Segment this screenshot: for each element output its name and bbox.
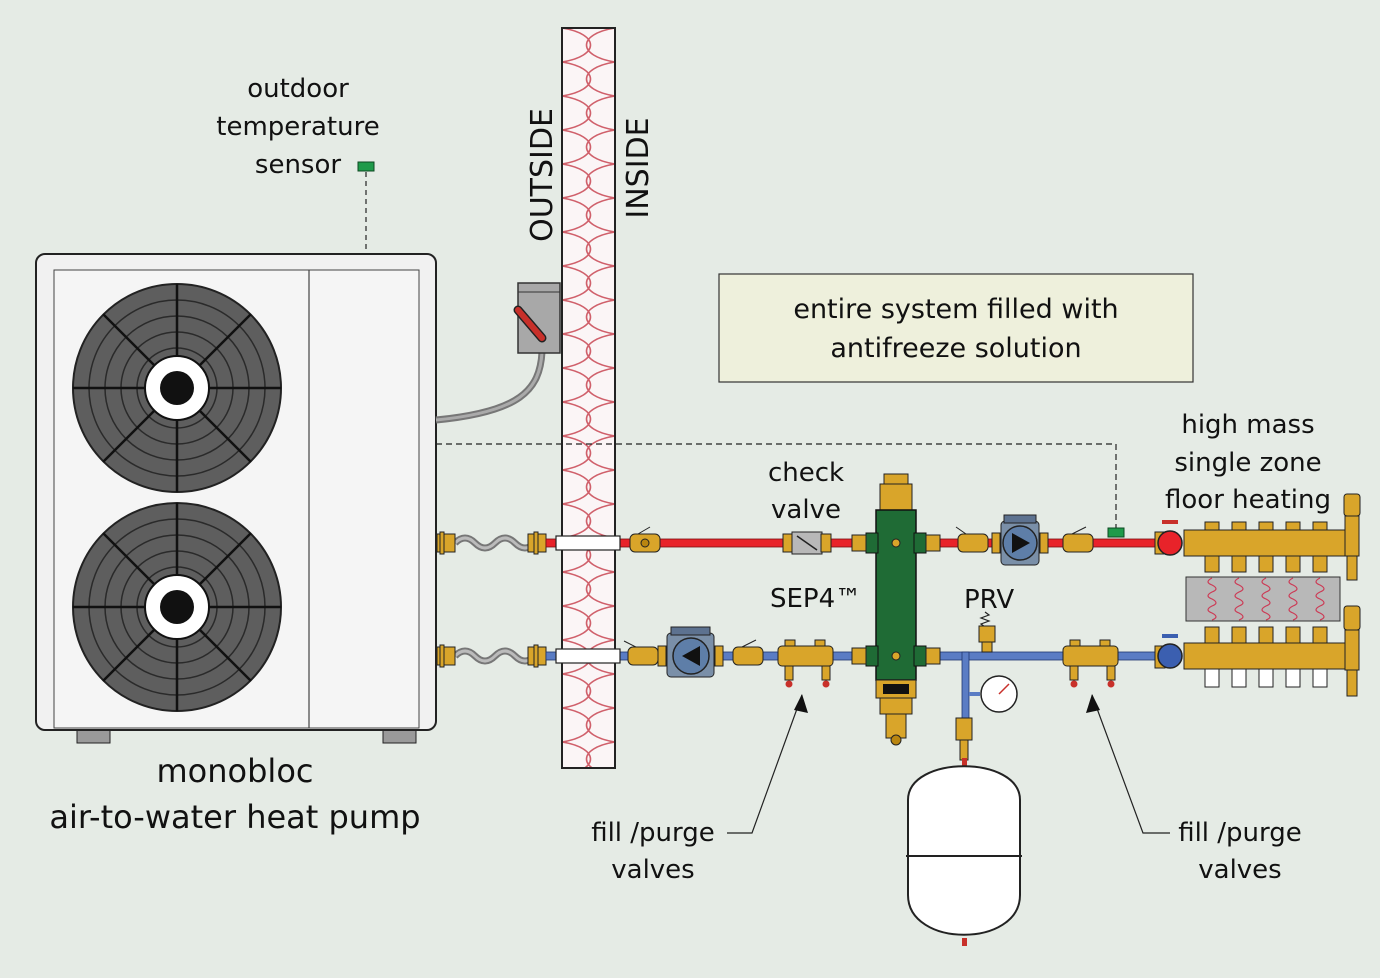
union-fittings [436, 531, 547, 668]
circulator-return [657, 626, 724, 678]
sensor-label: outdoor temperature sensor [216, 74, 379, 180]
flex-hoses [452, 534, 538, 665]
note-box [718, 273, 1194, 383]
sensor-label-line1: outdoor [247, 74, 349, 104]
leader-lines [727, 694, 1170, 834]
note-text: entire system filled with antifreeze sol… [793, 294, 1118, 364]
check-valve-label-line2: valve [771, 495, 841, 525]
heat-pump-label-line1: monobloc [157, 752, 314, 790]
heat-pump-label-line2: air-to-water heat pump [49, 798, 420, 836]
sensor-label-line2: temperature [216, 112, 379, 142]
note-line2: antifreeze solution [830, 333, 1081, 364]
electrical-disconnect [435, 282, 561, 424]
check-valve-label-line1: check [768, 458, 844, 488]
note-line1: entire system filled with [793, 294, 1118, 325]
leader-arrowheads [794, 694, 1100, 713]
pressure-gauge [969, 675, 1018, 713]
sep4-separator [851, 473, 941, 746]
fan-bottom [72, 502, 282, 712]
insulated-wall [561, 27, 616, 769]
heat-pump-label: monobloc air-to-water heat pump [49, 752, 420, 836]
outside-label: OUTSIDE [525, 108, 560, 242]
sensor-label-line3: sensor [255, 150, 341, 180]
zone-label-line1: high mass [1181, 410, 1314, 440]
fill-purge-valve-right [1062, 639, 1119, 688]
outdoor-temperature-sensor [357, 161, 375, 254]
fill-purge-right-line2: valves [1198, 855, 1281, 885]
check-valve [782, 531, 832, 555]
fill-purge-label-right: fill /purge valves [1178, 818, 1302, 885]
sensor-wire [436, 443, 1117, 528]
manifold-supply [1154, 493, 1361, 581]
circulator-supply [991, 514, 1049, 566]
zone-label: high mass single zone floor heating [1165, 410, 1331, 515]
fill-purge-left-line2: valves [611, 855, 694, 885]
prv-label: PRV [964, 585, 1014, 615]
fill-purge-right-line1: fill /purge [1178, 818, 1302, 848]
isolation-valves [623, 526, 1094, 666]
manifold-return [1154, 605, 1361, 697]
check-valve-label: check valve [768, 458, 844, 525]
fan-top [72, 283, 282, 493]
fill-purge-left-line1: fill /purge [591, 818, 715, 848]
zone-label-line3: floor heating [1165, 485, 1331, 515]
supply-sensor [1107, 527, 1125, 538]
zone-label-line2: single zone [1174, 448, 1321, 478]
floor-heating-loops [1185, 576, 1341, 622]
prv-valve [978, 611, 996, 653]
inside-label: INSIDE [621, 117, 656, 218]
wall-sleeves [555, 535, 621, 664]
fill-purge-label-left: fill /purge valves [591, 818, 715, 885]
fill-purge-valve-left [777, 639, 834, 688]
sep4-label: SEP4™ [770, 584, 861, 614]
expansion-tank [906, 717, 1022, 946]
heat-pump-unit [35, 253, 437, 744]
